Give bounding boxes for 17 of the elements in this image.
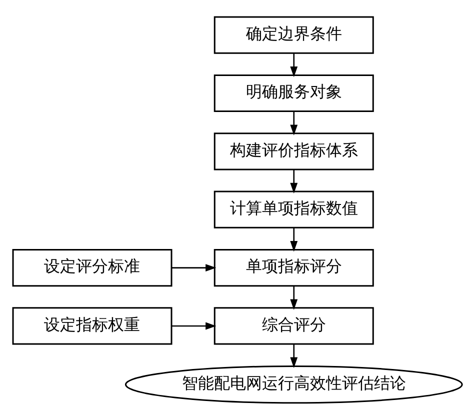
node-box: 设定指标权重 bbox=[12, 306, 172, 344]
arrow bbox=[290, 110, 298, 135]
node-box: 构建评价指标体系 bbox=[213, 132, 374, 170]
node-box: 单项指标评分 bbox=[213, 248, 374, 286]
arrow bbox=[171, 322, 216, 330]
node-box: 综合评分 bbox=[213, 306, 374, 344]
arrow bbox=[171, 264, 216, 272]
arrow bbox=[290, 227, 298, 252]
node-box: 计算单项指标数值 bbox=[213, 190, 374, 228]
arrow bbox=[290, 169, 298, 194]
arrow bbox=[290, 285, 298, 310]
node-box: 确定边界条件 bbox=[213, 16, 374, 54]
arrow bbox=[290, 52, 298, 77]
node-box: 设定评分标准 bbox=[12, 248, 172, 286]
node-box: 明确服务对象 bbox=[213, 74, 374, 112]
arrow bbox=[290, 344, 298, 368]
node-ellipse: 智能配电网运行高效性评估结论 bbox=[124, 364, 462, 404]
